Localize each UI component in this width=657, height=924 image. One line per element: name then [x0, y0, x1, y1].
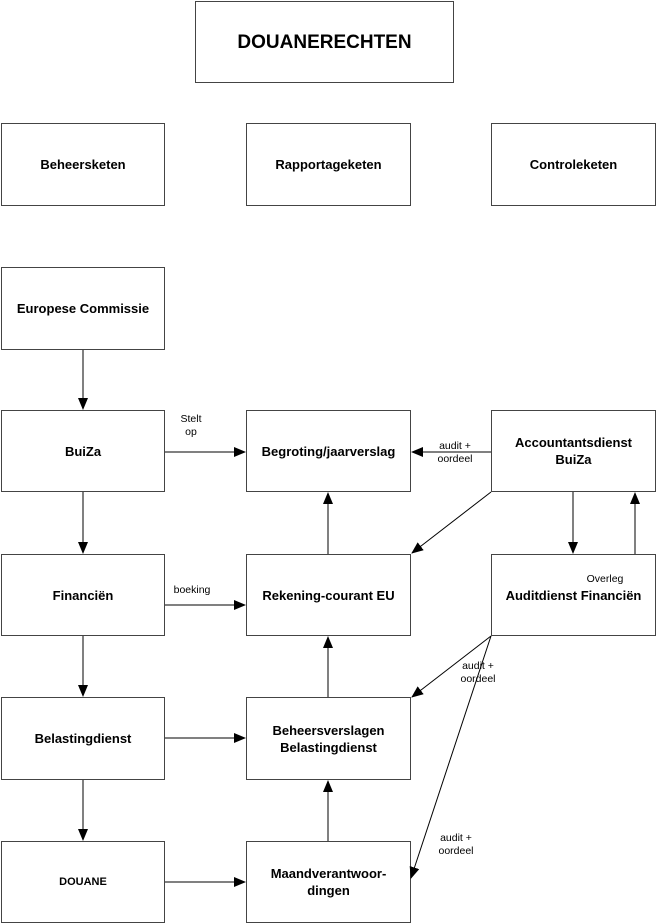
- label-audit-oordeel-2: audit + oordeel: [460, 660, 496, 685]
- node-begroting: Begroting/jaarverslag: [246, 410, 411, 492]
- node-accountantsdienst: Accountantsdienst BuiZa: [491, 410, 656, 492]
- node-financien: Financiën: [1, 554, 165, 636]
- node-beheersverslagen: Beheersverslagen Belastingdienst: [246, 697, 411, 780]
- arrow-audit-beheersverslagen: [411, 635, 492, 698]
- node-rekening-courant: Rekening-courant EU: [246, 554, 411, 636]
- node-douane: DOUANE: [1, 841, 165, 923]
- title-box: DOUANERECHTEN: [195, 1, 454, 83]
- node-auditdienst: Auditdienst Financiën: [491, 554, 656, 636]
- chain-controle: Controleketen: [491, 123, 656, 206]
- label-audit-oordeel-3: audit + oordeel: [438, 832, 474, 857]
- chain-rapportage: Rapportageketen: [246, 123, 411, 206]
- label-audit-oordeel-1: audit + oordeel: [437, 440, 473, 465]
- chain-beheer: Beheersketen: [1, 123, 165, 206]
- node-buiza: BuiZa: [1, 410, 165, 492]
- label-boeking: boeking: [173, 584, 211, 596]
- arrow-audit-maandverantwoordingen: [409, 635, 492, 879]
- node-maandverantwoordingen: Maandverantwoor- dingen: [246, 841, 411, 923]
- label-stelt-op: Stelt op: [180, 413, 202, 438]
- arrow-accountants-rekening: [411, 491, 492, 554]
- node-belastingdienst: Belastingdienst: [1, 697, 165, 780]
- node-europese-commissie: Europese Commissie: [1, 267, 165, 350]
- label-overleg: Overleg: [586, 573, 624, 585]
